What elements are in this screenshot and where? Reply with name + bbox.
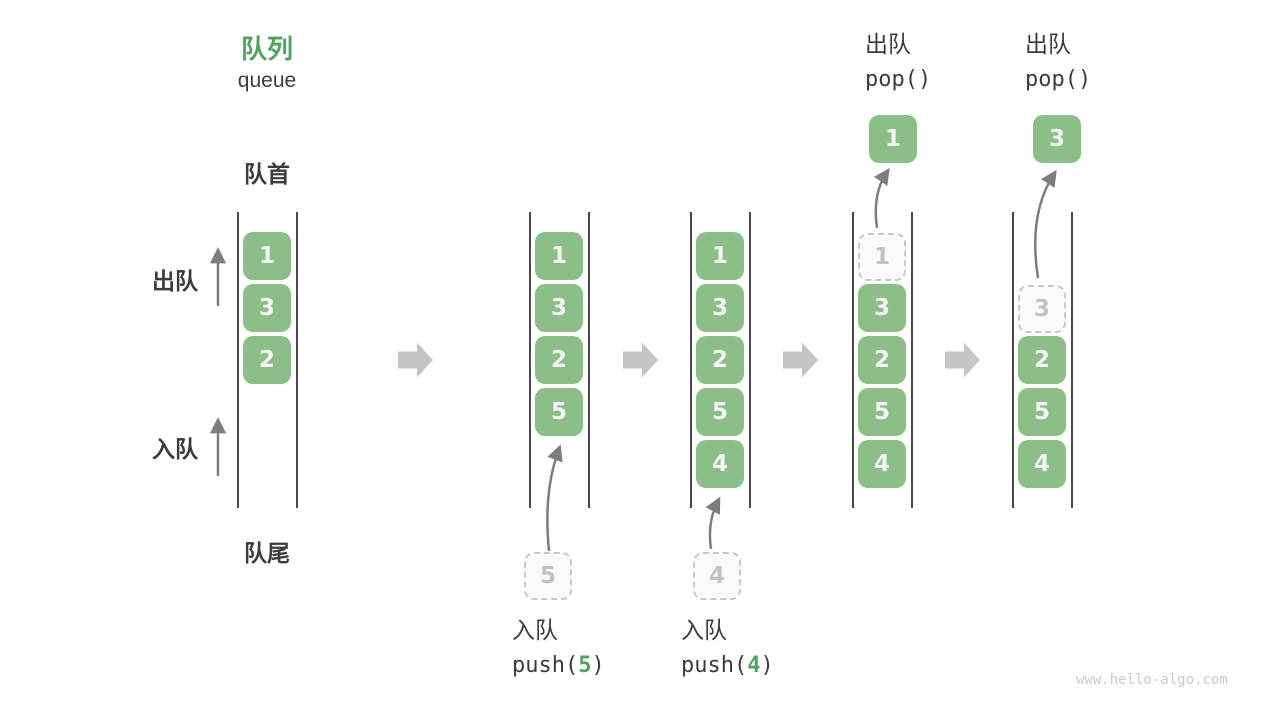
queue4-item: 4 xyxy=(858,440,906,488)
pop1-operation-label: 出队 pop() xyxy=(865,26,931,98)
queue3-wall-right xyxy=(749,212,751,508)
pop3-action-label: 出队 xyxy=(1025,31,1071,57)
queue2-item: 3 xyxy=(535,284,583,332)
queue5-item: 5 xyxy=(1018,388,1066,436)
pop1-arrow xyxy=(873,167,890,229)
queue2-item: 1 xyxy=(535,232,583,280)
transition-arrow-3 xyxy=(783,342,818,378)
diagram-title-zh: 队列 xyxy=(240,34,293,64)
queue5-removed-item: 3 xyxy=(1018,285,1066,333)
pop3-call-label: pop() xyxy=(1025,67,1092,92)
transition-arrow-2 xyxy=(623,342,658,378)
queue3-item: 2 xyxy=(696,336,744,384)
queue3-incoming-item: 4 xyxy=(693,552,741,600)
pop3-operation-label: 出队 pop() xyxy=(1025,26,1091,98)
queue4-wall-right xyxy=(911,212,913,508)
diagram-title-en: queue xyxy=(237,69,297,92)
queue5-popped-item: 3 xyxy=(1033,115,1081,163)
queue5-wall-right xyxy=(1071,212,1073,508)
queue4-wall-left xyxy=(852,212,854,508)
queue1-item: 1 xyxy=(243,232,291,280)
queue-rear-label: 队尾 xyxy=(244,540,290,566)
transition-arrow-4 xyxy=(945,342,980,378)
enqueue-legend-label: 入队 xyxy=(152,436,198,462)
queue1-wall-left xyxy=(237,212,239,508)
queue4-popped-item: 1 xyxy=(869,115,917,163)
queue3-item: 5 xyxy=(696,388,744,436)
push4-call-arg: 4 xyxy=(747,653,761,678)
push4-action-label: 入队 xyxy=(681,617,727,643)
push4-call-label: push(4) xyxy=(681,648,774,684)
queue1-wall-right xyxy=(296,212,298,508)
queue3-wall-left xyxy=(690,212,692,508)
push5-call-label: push(5) xyxy=(512,648,605,684)
queue2-wall-left xyxy=(529,212,531,508)
push4-call-pre: push( xyxy=(681,653,748,678)
queue3-item: 1 xyxy=(696,232,744,280)
queue3-item: 3 xyxy=(696,284,744,332)
pop3-arrow xyxy=(1033,169,1057,279)
queue2-incoming-item: 5 xyxy=(524,552,572,600)
push4-call-post: ) xyxy=(760,653,774,678)
push4-operation-label: 入队 push(4) xyxy=(681,612,774,684)
push4-arrow xyxy=(705,496,721,550)
queue5-item: 2 xyxy=(1018,336,1066,384)
pop1-call-label: pop() xyxy=(865,67,932,92)
dequeue-legend-label: 出队 xyxy=(152,268,198,294)
queue1-item: 2 xyxy=(243,336,291,384)
queue2-wall-right xyxy=(588,212,590,508)
queue5-item: 4 xyxy=(1018,440,1066,488)
push5-call-arg: 5 xyxy=(578,653,592,678)
transition-arrow-1 xyxy=(398,342,433,378)
queue4-removed-item: 1 xyxy=(858,233,906,281)
queue3-item: 4 xyxy=(696,440,744,488)
queue1-item: 3 xyxy=(243,284,291,332)
pop1-action-label: 出队 xyxy=(865,31,911,57)
push5-call-post: ) xyxy=(591,653,605,678)
queue2-item: 2 xyxy=(535,336,583,384)
queue4-item: 3 xyxy=(858,284,906,332)
queue4-item: 2 xyxy=(858,336,906,384)
queue-front-label: 队首 xyxy=(244,161,290,187)
push5-action-label: 入队 xyxy=(512,617,558,643)
queue4-item: 5 xyxy=(858,388,906,436)
watermark: www.hello-algo.com xyxy=(1076,672,1228,688)
push5-operation-label: 入队 push(5) xyxy=(512,612,605,684)
queue5-wall-left xyxy=(1012,212,1014,508)
queue2-item: 5 xyxy=(535,388,583,436)
push5-arrow xyxy=(546,444,563,552)
push5-call-pre: push( xyxy=(512,653,579,678)
